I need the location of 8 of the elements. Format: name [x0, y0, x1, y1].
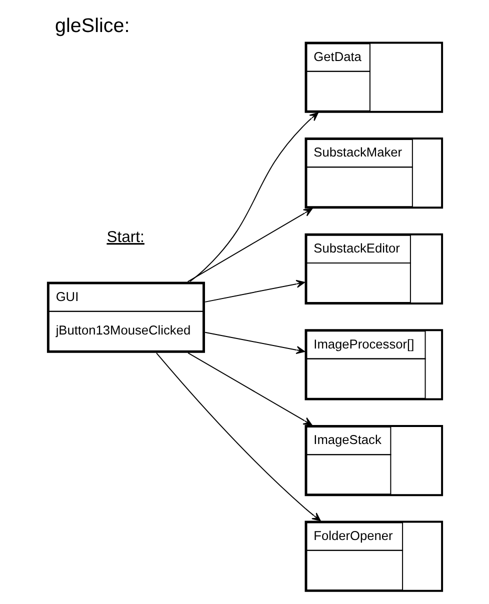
arrow	[204, 280, 304, 302]
arrow	[155, 352, 320, 522]
diagram-title: gleSlice:	[54, 14, 130, 37]
arrow	[186, 208, 312, 282]
label: Start:	[106, 229, 144, 246]
arrow	[187, 352, 312, 426]
arrow	[189, 112, 318, 282]
arrow	[204, 332, 304, 354]
